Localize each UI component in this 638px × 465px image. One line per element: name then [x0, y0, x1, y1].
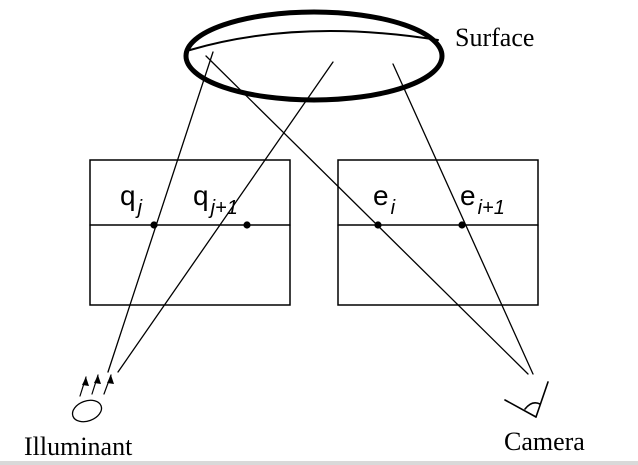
illuminant-arrows-icon [79, 374, 112, 397]
label-e-i-base: e [373, 180, 389, 211]
illuminant-ray-1 [107, 51, 214, 373]
illuminant-ray-2 [117, 61, 334, 373]
left-plane [89, 159, 291, 306]
illuminant-label: Illuminant [24, 432, 133, 461]
surface-label: Surface [455, 23, 534, 52]
point-e-i [374, 221, 382, 229]
surface-ellipse [183, 9, 445, 103]
right-plane [337, 159, 539, 306]
illuminant-lamp-icon [71, 399, 103, 423]
camera-ray-2 [392, 63, 534, 375]
camera-ray-1 [205, 55, 529, 375]
label-q-j-sub: j [135, 197, 143, 219]
label-q-j1-base: q [193, 180, 209, 211]
point-q-j [150, 221, 158, 229]
surface-inner-curve [189, 30, 439, 51]
point-e-i1 [458, 221, 466, 229]
label-e-i-sub: i [391, 197, 396, 219]
label-e-i1-base: e [460, 180, 476, 211]
label-q-j-base: q [120, 180, 136, 211]
bottom-divider [0, 461, 638, 465]
camera-icon [504, 381, 549, 418]
label-e-i1-sub: i+1 [478, 197, 505, 219]
label-q-j1-sub: j+1 [208, 197, 238, 219]
point-q-j1 [243, 221, 251, 229]
camera-label: Camera [504, 427, 585, 456]
